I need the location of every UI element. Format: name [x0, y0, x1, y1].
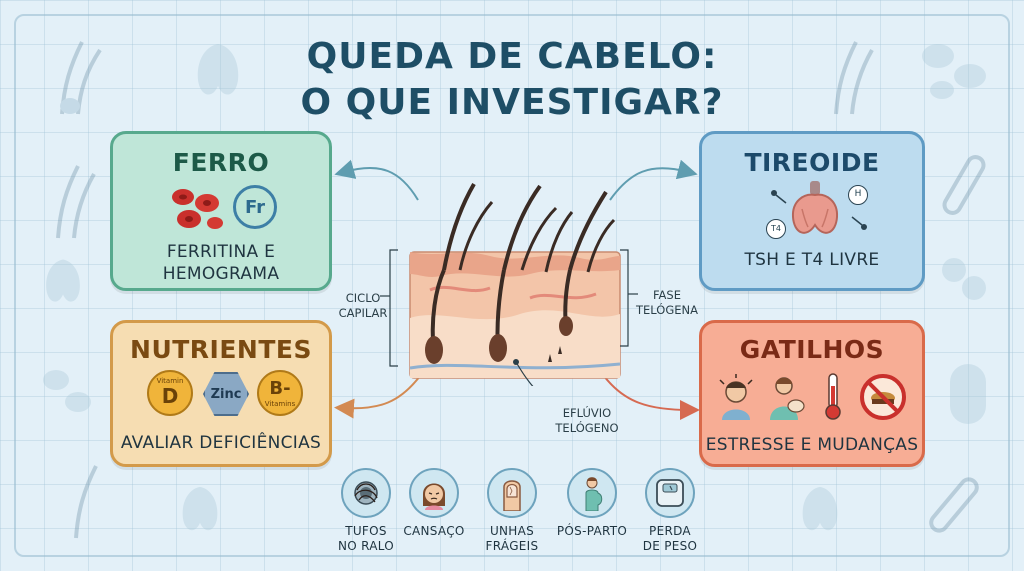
molecule-lines-icon [771, 190, 867, 230]
ciclo-line-2: CAPILAR [338, 306, 388, 320]
test-tube-deco-icon [942, 155, 986, 215]
symptom-unhas-line-1: UNHAS [489, 524, 535, 538]
vitamin-d-small-text: Vitamin [156, 377, 184, 385]
hair-follicle-cross-section [409, 182, 621, 379]
vitamin-b-icon: B- Vitamins [257, 370, 303, 416]
symptom-perda-peso-line-1: PERDA [649, 524, 691, 538]
arrow-to-nutrientes [334, 375, 421, 419]
symptom-pos-parto-line-1: PÓS-PARTO [556, 524, 628, 538]
fase-line-1: FASE [653, 288, 681, 302]
nutrientes-icons: Vitamin D Zinc B- Vitamins [113, 370, 329, 420]
t4-molecule-label: T4 [766, 219, 786, 239]
test-tube-deco-icon [929, 477, 979, 533]
gatilhos-icons [702, 370, 922, 422]
follicle-deco-icon [56, 165, 96, 239]
vitamin-capsule-deco-icon [950, 364, 986, 424]
zinc-icon: Zinc [203, 372, 249, 416]
card-ferro: FERRO Fr FERRITINA E HEMOGRAMA [110, 131, 332, 291]
stressed-person-icon [719, 374, 753, 420]
ciclo-line-1: CICLO [345, 291, 381, 305]
scale-icon [645, 468, 695, 518]
tired-face-icon [409, 468, 459, 518]
ciclo-capilar-label: CICLO CAPILAR [334, 291, 392, 321]
ferro-sub-line-2: HEMOGRAMA [162, 264, 280, 284]
symptom-tufos: TUFOS NO RALO [318, 468, 414, 554]
fase-telogena-label: FASE TELÓGENA [632, 288, 702, 318]
symptom-cansaco-line-1: CANSAÇO [403, 524, 465, 538]
arrow-to-gatilhos [603, 375, 700, 420]
vitamin-b-small-text: Vitamins [264, 400, 296, 408]
ferro-subtitle: FERRITINA E HEMOGRAMA [113, 241, 329, 285]
arrow-to-tireoide [609, 159, 698, 201]
iron-symbol-text: Fr [244, 196, 266, 218]
ferro-sub-line-1: FERRITINA E [166, 242, 276, 262]
thermometer-icon [825, 373, 841, 420]
nutrientes-sub-line-1: AVALIAR DEFICIÊNCIAS [120, 433, 322, 453]
zinc-text: Zinc [210, 386, 242, 402]
vitamin-d-letter: D [161, 384, 179, 408]
thyroid-gland-icon [791, 181, 839, 234]
symptom-unhas-line-2: FRÁGEIS [485, 539, 539, 553]
title-line-1: QUEDA DE CABELO: [306, 36, 718, 77]
symptom-perda-peso: PERDA DE PESO [622, 468, 718, 554]
follicle-deco-icon [834, 41, 874, 115]
follicle-deco-icon [74, 465, 98, 539]
vitamin-deco-icon [942, 258, 986, 300]
red-blood-cells-icon [172, 189, 223, 229]
tireoide-icons: T4 H [702, 181, 922, 241]
thyroid-deco-icon [182, 486, 218, 531]
card-tireoide: TIREOIDE T4 H TSH E T4 LIVRE [699, 131, 925, 291]
page-title: QUEDA DE CABELO: O QUE INVESTIGAR? [262, 34, 762, 126]
postpartum-icon [567, 468, 617, 518]
symptom-perda-peso-line-2: DE PESO [642, 539, 698, 553]
iron-cycle-icon: Fr [233, 185, 277, 229]
vitamin-d-icon: Vitamin D [147, 370, 193, 416]
page-frame [14, 14, 1010, 557]
title-line-2: O QUE INVESTIGAR? [300, 82, 724, 123]
thyroid-deco-icon [197, 44, 239, 95]
symptom-tufos-line-1: TUFOS [345, 524, 387, 538]
ferro-icons: Fr [113, 183, 329, 231]
center-bracket-lines [380, 249, 638, 386]
blood-cells-deco-icon [43, 370, 91, 412]
card-ferro-title: FERRO [172, 148, 270, 177]
card-gatilhos: GATILHOS ESTRESSE E MUDANÇAS [699, 320, 925, 467]
symptom-unhas: UNHAS FRÁGEIS [464, 468, 560, 554]
follicle-deco-icon [60, 41, 102, 115]
efluvio-telogeno-label: EFLÚVIO TELÓGENO [552, 406, 622, 436]
efluvio-line-2: TELÓGENO [555, 421, 619, 435]
efluvio-line-1: EFLÚVIO [562, 406, 612, 420]
gatilhos-sub-line-1: ESTRESSE E MUDANÇAS [705, 435, 919, 455]
card-gatilhos-title: GATILHOS [739, 335, 885, 364]
card-nutrientes: NUTRIENTES Vitamin D Zinc B- Vitamins AV… [110, 320, 332, 467]
blood-cells-deco-icon [922, 44, 986, 99]
symptom-tufos-line-2: NO RALO [337, 539, 395, 553]
mother-baby-icon [770, 377, 805, 420]
arrow-to-ferro [334, 159, 419, 201]
fingernail-icon [487, 468, 537, 518]
hormone-molecule-label: H [848, 185, 868, 205]
symptom-cansaco: CANSAÇO [386, 468, 482, 539]
symptom-pos-parto: PÓS-PARTO [544, 468, 640, 539]
no-junk-food-icon [860, 374, 906, 420]
thyroid-deco-icon [802, 486, 838, 531]
hair-drain-icon [341, 468, 391, 518]
card-tireoide-title: TIREOIDE [744, 148, 880, 177]
vitamin-b-letter: B- [269, 378, 291, 399]
thyroid-deco-icon [46, 259, 80, 302]
tireoide-sub-line-1: TSH E T4 LIVRE [744, 250, 880, 270]
fase-line-2: TELÓGENA [636, 303, 698, 317]
card-nutrientes-title: NUTRIENTES [130, 335, 312, 364]
